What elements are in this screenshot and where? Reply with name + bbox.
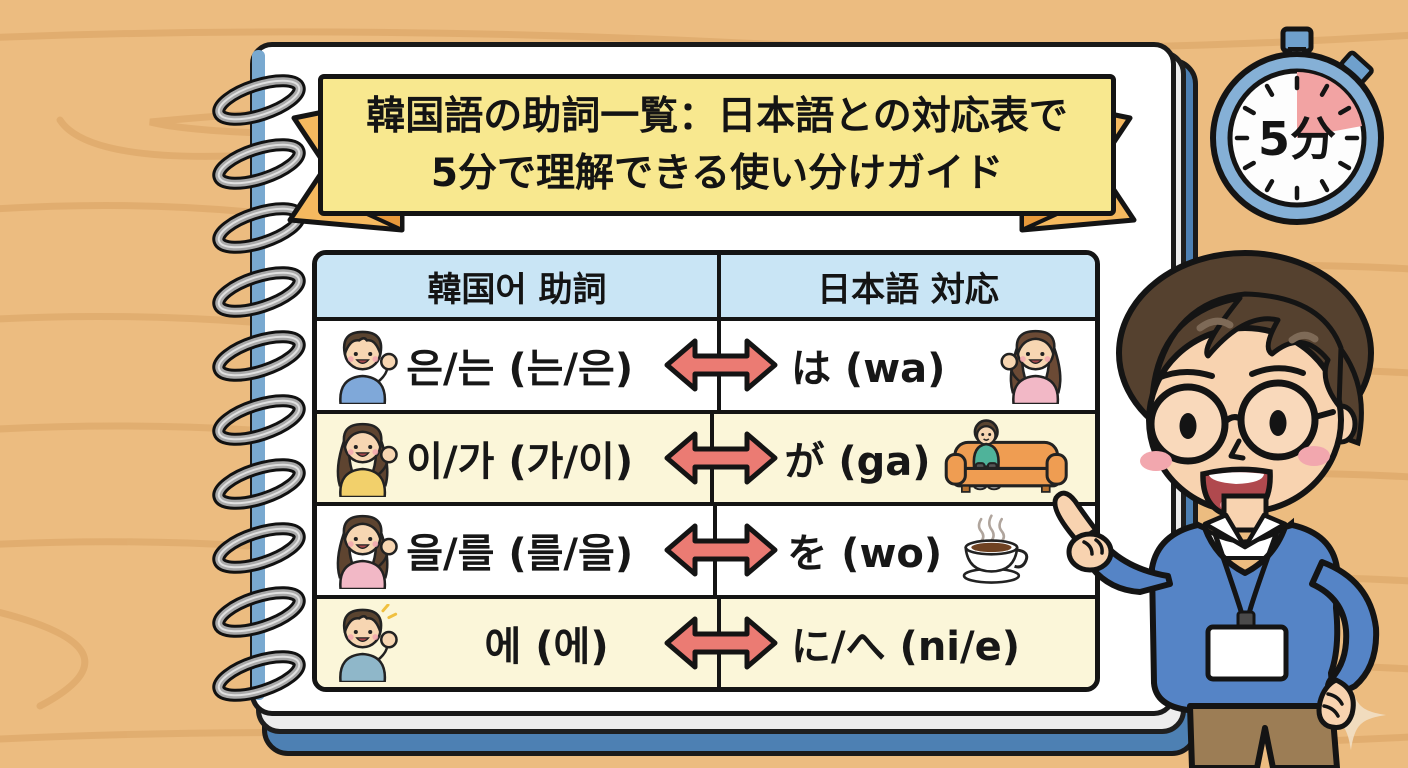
japanese-cell: を (wo)	[717, 506, 1095, 595]
japanese-cell: は (wa)	[721, 321, 1095, 410]
japanese-particle: は (wa)	[791, 346, 946, 393]
japanese-cell: に/へ (ni/e)	[721, 599, 1095, 688]
korean-cell: 에 (에)	[317, 598, 721, 687]
table-row: 에 (에) に/へ (ni/e)	[317, 594, 1095, 688]
waving-boy-sparkle-icon	[327, 603, 398, 682]
korean-particle: 을/를 (를/을)	[406, 531, 634, 578]
waving-boy-icon	[327, 326, 398, 404]
header-korean-particles: 韓国어 助詞	[317, 255, 721, 317]
waving-woman-pink-icon	[327, 511, 398, 589]
korean-particle: 에 (에)	[484, 623, 609, 670]
timer-label: 5分	[1258, 112, 1336, 166]
double-arrow-icon	[661, 333, 781, 397]
japanese-cell: が (ga)	[714, 414, 1095, 503]
table-header-row: 韓国어 助詞 日本語 対応	[317, 255, 1095, 321]
korean-cell: 을/를 (를/을)	[317, 506, 718, 595]
korean-particle: 은/는 (는/은)	[406, 346, 634, 393]
table-row: 은/는 (는/은) は (wa)	[317, 321, 1095, 410]
japanese-particle: が (ga)	[784, 438, 931, 485]
page-title-line2: 5分で理解できる使い分けガイド	[430, 151, 1004, 196]
particle-table: 韓国어 助詞 日本語 対応 은/는 (는/은) は (wa) 이/가 (가/이)…	[312, 250, 1100, 692]
waving-woman-yellow-icon	[327, 419, 398, 497]
japanese-particle: を (wo)	[787, 531, 943, 578]
table-body: 은/는 (는/은) は (wa) 이/가 (가/이) が (ga) 을/를 (를	[317, 321, 1095, 687]
header-japanese-equivalent: 日本語 対応	[817, 269, 999, 310]
table-row: 이/가 (가/이) が (ga)	[317, 409, 1095, 503]
double-arrow-icon	[661, 518, 781, 582]
korean-cell: 이/가 (가/이)	[317, 413, 715, 502]
double-arrow-icon	[661, 611, 781, 675]
page-title-line1: 韓国語の助詞一覧：日本語との対応表で	[366, 94, 1068, 139]
stopwatch-icon: 5分	[1210, 26, 1384, 225]
table-row: 을/를 (를/을) を (wo)	[317, 502, 1095, 595]
double-arrow-icon	[661, 426, 781, 490]
japanese-particle: に/へ (ni/e)	[791, 623, 1021, 670]
korean-particle: 이/가 (가/이)	[406, 438, 634, 485]
title-banner: 韓国語の助詞一覧：日本語との対応表で 5分で理解できる使い分けガイド	[318, 74, 1116, 216]
coffee-cup-icon	[952, 514, 1031, 586]
teacher-character	[1052, 250, 1380, 768]
